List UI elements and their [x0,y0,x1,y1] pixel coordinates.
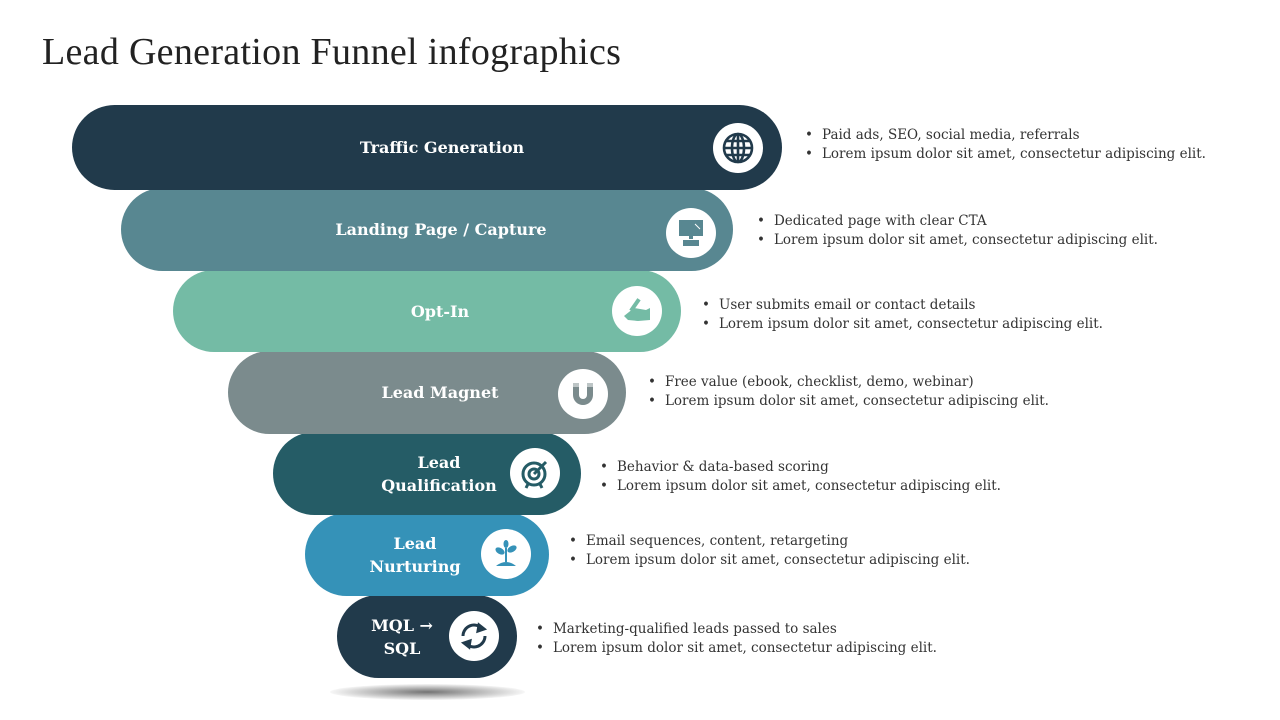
hand-signing-icon [612,286,662,336]
stage-landing-page: Landing Page / Capture [121,188,733,271]
bullet: Lorem ipsum dolor sit amet, consectetur … [757,231,1158,250]
globe-icon [713,123,763,173]
computer-icon [666,208,716,258]
stage-label: Opt-In [410,301,470,321]
target-icon [510,448,560,498]
bullet: Email sequences, content, retargeting [569,532,970,551]
sprout-icon [481,529,531,579]
stage-bullets: Behavior & data-based scoring Lorem ipsu… [600,458,1001,496]
magnet-icon [558,369,608,419]
bullet: Free value (ebook, checklist, demo, webi… [648,373,1049,392]
stage-label: Lead Qualification [381,452,497,495]
stage-label: Lead Magnet [381,383,499,402]
stage-opt-in: Opt-In [173,270,681,352]
bullet: Lorem ipsum dolor sit amet, consectetur … [600,477,1001,496]
stage-bullets: Paid ads, SEO, social media, referrals L… [805,126,1206,164]
stage-lead-nurturing: Lead Nurturing [305,513,549,596]
bullet: Lorem ipsum dolor sit amet, consectetur … [536,639,937,658]
stage-label: Lead Nurturing [369,533,461,576]
stage-bullets: Marketing-qualified leads passed to sale… [536,620,937,658]
stage-label: MQL → SQL [371,615,433,658]
stage-label: Traffic Generation [359,138,525,157]
stage-label: Landing Page / Capture [335,220,547,239]
stage-lead-magnet: Lead Magnet [228,351,626,434]
bullet: Marketing-qualified leads passed to sale… [536,620,937,639]
stage-bullets: Email sequences, content, retargeting Lo… [569,532,970,570]
stage-mql-to-sql: MQL → SQL [337,595,517,678]
bullet: Lorem ipsum dolor sit amet, consectetur … [702,315,1103,334]
stage-bullets: User submits email or contact details Lo… [702,296,1103,334]
stage-lead-qualification: Lead Qualification [273,432,581,515]
bullet: Lorem ipsum dolor sit amet, consectetur … [648,392,1049,411]
bullet: Paid ads, SEO, social media, referrals [805,126,1206,145]
funnel-shadow [330,684,525,700]
bullet: Behavior & data-based scoring [600,458,1001,477]
bullet: User submits email or contact details [702,296,1103,315]
bullet: Dedicated page with clear CTA [757,212,1158,231]
refresh-icon [449,611,499,661]
page-title: Lead Generation Funnel infographics [42,31,622,73]
bullet: Lorem ipsum dolor sit amet, consectetur … [805,145,1206,164]
stage-bullets: Free value (ebook, checklist, demo, webi… [648,373,1049,411]
stage-bullets: Dedicated page with clear CTA Lorem ipsu… [757,212,1158,250]
bullet: Lorem ipsum dolor sit amet, consectetur … [569,551,970,570]
stage-traffic-generation: Traffic Generation [72,105,782,190]
